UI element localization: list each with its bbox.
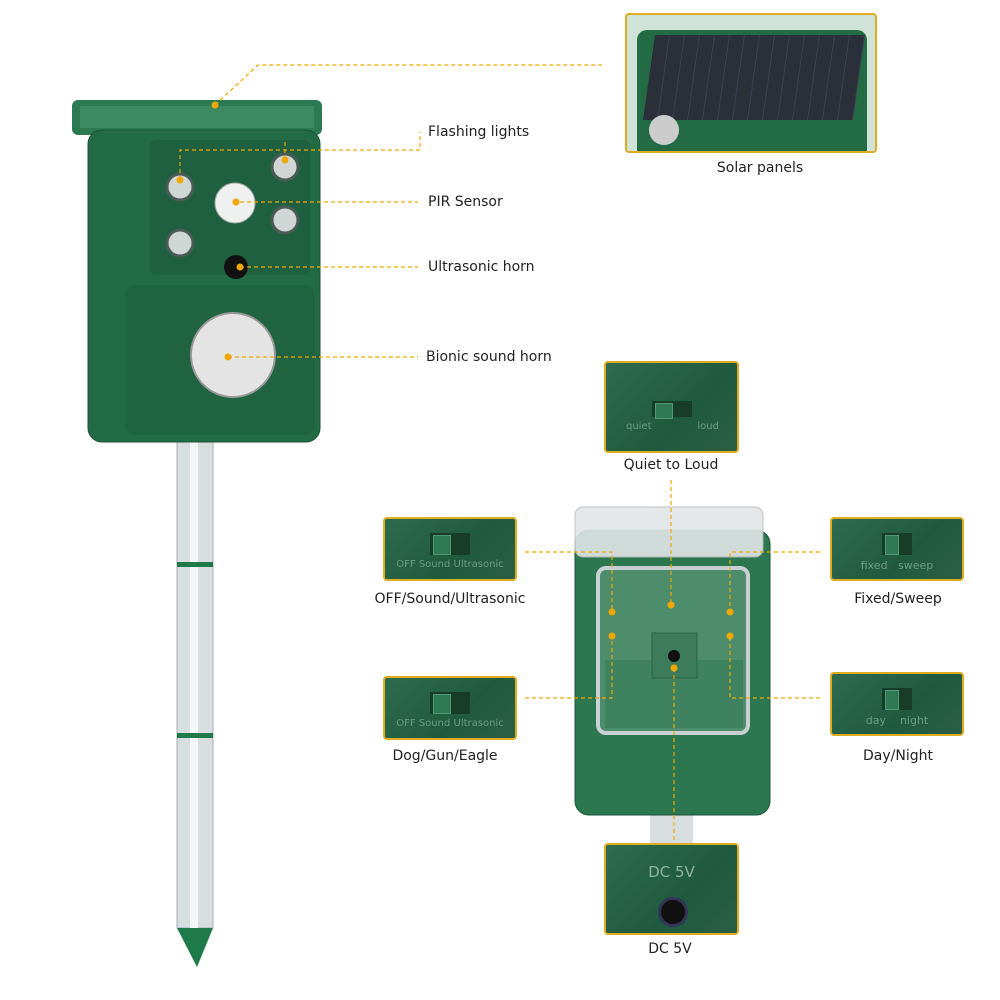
inset-dog-gun-eagle: OFF Sound Ultrasonic [383, 676, 517, 740]
label-dog-gun-eagle: Dog/Gun/Eagle [392, 748, 498, 764]
label-solar-panels: Solar panels [716, 160, 804, 176]
callout-dots [176, 101, 734, 672]
inset-off-sound-ultrasonic: OFF Sound Ultrasonic [383, 517, 517, 581]
inset-fixed-sweep: fixed sweep [830, 517, 964, 581]
label-quiet-to-loud: Quiet to Loud [623, 457, 719, 473]
label-off-sound-ultrasonic: OFF/Sound/Ultrasonic [374, 591, 526, 607]
inset-day-night: day night [830, 672, 964, 736]
label-bionic-sound-horn: Bionic sound horn [426, 349, 552, 365]
label-day-night: Day/Night [863, 748, 933, 764]
repeller-front-view [72, 100, 322, 967]
label-ultrasonic-horn: Ultrasonic horn [428, 259, 535, 275]
label-dc-5v: DC 5V [648, 941, 692, 957]
solar-panel-image [643, 35, 865, 120]
label-fixed-sweep: Fixed/Sweep [854, 591, 942, 607]
leader-lines [179, 64, 820, 843]
inset-solar-panels [625, 13, 877, 153]
label-pir-sensor: PIR Sensor [428, 194, 503, 210]
label-flashing-lights: Flashing lights [428, 124, 530, 140]
repeller-back-view [574, 506, 771, 845]
inset-dc-5v: DC 5V [604, 843, 739, 935]
inset-quiet-loud: quiet loud [604, 361, 739, 453]
